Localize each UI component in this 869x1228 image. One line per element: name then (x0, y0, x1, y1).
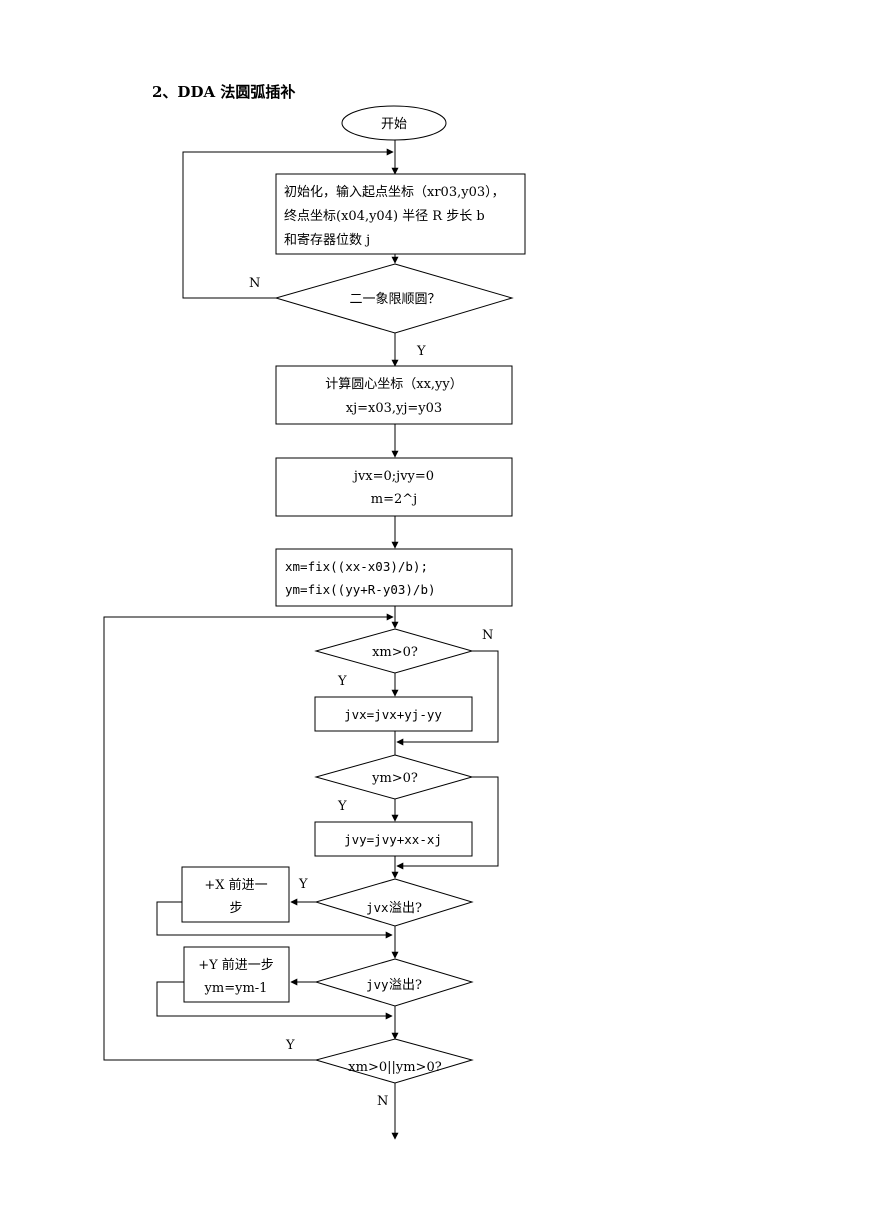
jvy-overflow-code: jvy (366, 977, 389, 992)
ym-yes-label: Y (337, 799, 347, 814)
jvx-update-box (314, 696, 473, 732)
ym-check-label: ym>0? (371, 771, 418, 786)
init-box (275, 173, 526, 255)
jvy-update-label: jvy=jvy+xx-xj (344, 832, 442, 847)
jvx-overflow-yes-label: Y (298, 877, 308, 892)
start-label: 开始 (381, 117, 407, 132)
quadrant-decision (274, 263, 514, 334)
arrow-ym-no-bypass (396, 776, 499, 870)
jvx-overflow-decision (314, 878, 474, 927)
ym-check-decision (314, 754, 474, 800)
jvy-overflow-text: 溢出? (389, 978, 422, 993)
center-line-2: xj=x03,yj=y03 (346, 401, 442, 416)
registers-line-1: jvx=0;jvy=0 (352, 469, 434, 484)
x-step-box (181, 866, 290, 923)
loop-no-label: N (377, 1094, 388, 1109)
init-line-2: 终点坐标(x04,y04) 半径 R 步长 b (284, 208, 485, 224)
start-terminal (341, 105, 447, 141)
jvx-update-label: jvx=jvx+yj-yy (344, 707, 442, 722)
center-line-1: 计算圆心坐标（xx,yy） (325, 377, 462, 392)
arrow-y-step-return (156, 981, 393, 1020)
quadrant-label: 二一象限顺圆？ (349, 292, 440, 307)
loop-yes-label: Y (285, 1038, 295, 1053)
xm-check-label: xm>0? (372, 645, 418, 660)
jvx-overflow-code: jvx (366, 900, 389, 915)
xm-no-label: N (482, 628, 493, 643)
x-step-line-2: 步 (229, 901, 242, 916)
arrow-x-step-return (156, 901, 393, 939)
x-step-line-1: +X 前进一 (204, 877, 267, 893)
steps-line-1: xm=fix((xx-x03)/b); (285, 559, 428, 574)
y-step-box (183, 946, 290, 1003)
registers-line-2: m=2^j (371, 492, 417, 507)
loop-check-label: xm>0||ym>0? (348, 1060, 441, 1075)
arrow-loop-yes-back (103, 613, 394, 1061)
jvy-overflow-decision (314, 958, 474, 1007)
jvx-overflow-text: 溢出? (389, 901, 422, 916)
loop-check-decision (314, 1038, 474, 1084)
y-step-line-2: ym=ym-1 (204, 981, 268, 996)
xm-yes-label: Y (337, 674, 347, 689)
quadrant-no-label: N (249, 276, 260, 291)
init-line-3: 和寄存器位数 j (284, 232, 370, 248)
jvy-update-box (314, 821, 473, 857)
steps-line-2: ym=fix((yy+R-y03)/b) (285, 582, 436, 597)
center-box (275, 365, 513, 425)
steps-box (275, 548, 513, 607)
xm-check-decision (314, 628, 474, 674)
arrow-xm-no-bypass (396, 650, 499, 746)
arrow-quadrant-no-loop (182, 148, 394, 299)
init-line-1: 初始化，输入起点坐标（xr03,y03）， (284, 184, 505, 200)
registers-box (275, 457, 513, 517)
page-title: 2、DDA 法圆弧插补 (152, 83, 296, 101)
y-step-line-1: +Y 前进一步 (198, 957, 274, 973)
quadrant-yes-label: Y (416, 344, 426, 359)
